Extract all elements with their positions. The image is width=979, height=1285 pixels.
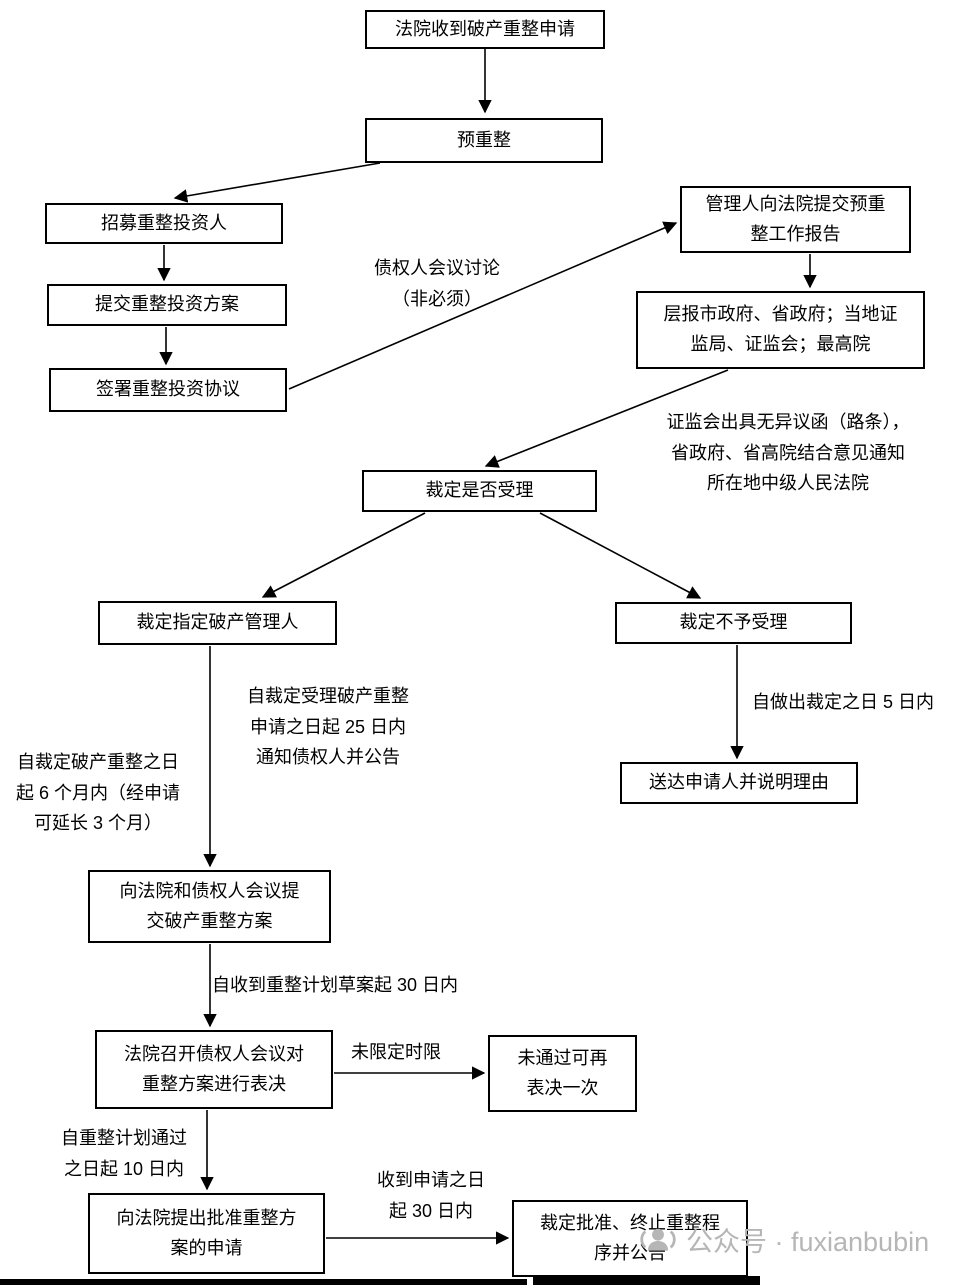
watermark-text: 公众号 · fuxianbubin [686, 1227, 930, 1257]
node-label: 预重整 [457, 129, 511, 150]
node-revote-once: 未通过可再 表决一次 [488, 1035, 637, 1112]
node-creditors-meeting-vote: 法院召开债权人会议对 重整方案进行表决 [95, 1030, 333, 1109]
arrow-prereorg-to-recruit [173, 162, 381, 203]
label-csrc-no-objection: 证监会出具无异议函（路条）， 省政府、省高院结合意见通知 所在地中级人民法院 [666, 412, 910, 494]
node-label: 法院召开债权人会议对 重整方案进行表决 [124, 1043, 304, 1094]
node-label: 提交重整投资方案 [95, 294, 239, 315]
node-label: 层报市政府、省政府；当地证 监局、证监会；最高院 [663, 304, 898, 354]
node-report-to-governments: 层报市政府、省政府；当地证 监局、证监会；最高院 [636, 291, 925, 369]
node-label: 裁定批准、终止重整程 序并公告 [540, 1212, 720, 1263]
arrow-ruleaccept-to-reject [539, 512, 702, 599]
node-submit-investment-plan: 提交重整投资方案 [47, 284, 287, 326]
label-6-months: 自裁定破产重整之日 起 6 个月内（经申请 可延长 3 个月） [15, 752, 180, 834]
wechat-official-account-icon [640, 1228, 676, 1251]
label-30-days-draft: 自收到重整计划草案起 30 日内 [212, 975, 459, 995]
node-rule-on-acceptance: 裁定是否受理 [362, 470, 597, 512]
node-administrator-report: 管理人向法院提交预重 整工作报告 [680, 186, 911, 253]
node-label: 裁定是否受理 [425, 480, 534, 501]
arrow-reportgov-to-ruleaccept [484, 369, 729, 468]
node-label: 法院收到破产重整申请 [395, 18, 575, 39]
node-appoint-administrator: 裁定指定破产管理人 [98, 601, 337, 645]
node-label: 裁定指定破产管理人 [136, 612, 299, 633]
label-10-days: 自重整计划通过 之日起 10 日内 [61, 1128, 187, 1179]
label-25-days-notice: 自裁定受理破产重整 申请之日起 25 日内 通知债权人并公告 [247, 686, 409, 768]
label-no-time-limit: 未限定时限 [351, 1042, 441, 1062]
watermark: 公众号 · fuxianbubin [640, 1220, 929, 1259]
node-apply-for-approval: 向法院提出批准重整方 案的申请 [88, 1193, 325, 1274]
node-label: 送达申请人并说明理由 [649, 772, 829, 793]
label-5-days: 自做出裁定之日 5 日内 [752, 692, 935, 712]
bottom-crop-bar-left [0, 1279, 527, 1285]
bottom-crop-bar-right [533, 1276, 760, 1285]
node-submit-reorg-plan: 向法院和债权人会议提 交破产重整方案 [88, 870, 331, 943]
node-court-receives-application: 法院收到破产重整申请 [365, 10, 605, 49]
node-label: 向法院提出批准重整方 案的申请 [116, 1207, 297, 1258]
arrow-sign-to-adminreport [288, 221, 678, 390]
node-approve-terminate: 裁定批准、终止重整程 序并公告 [512, 1200, 748, 1277]
node-label: 签署重整投资协议 [96, 379, 240, 400]
node-serve-applicant: 送达申请人并说明理由 [620, 762, 858, 804]
node-label: 管理人向法院提交预重 整工作报告 [705, 193, 886, 244]
arrow-ruleaccept-to-appoint [261, 512, 426, 598]
node-label: 裁定不予受理 [679, 612, 788, 633]
label-creditors-discussion: 债权人会议讨论 （非必须） [374, 258, 500, 309]
node-label: 未通过可再 表决一次 [517, 1047, 608, 1098]
node-recruit-investors: 招募重整投资人 [45, 203, 283, 244]
node-label: 向法院和债权人会议提 交破产重整方案 [119, 880, 300, 931]
node-rule-rejection: 裁定不予受理 [615, 602, 852, 644]
node-label: 招募重整投资人 [101, 212, 227, 233]
node-pre-reorganization: 预重整 [365, 118, 603, 163]
label-30-days-application: 收到申请之日 起 30 日内 [377, 1170, 485, 1221]
node-sign-investment-agreement: 签署重整投资协议 [49, 368, 287, 412]
